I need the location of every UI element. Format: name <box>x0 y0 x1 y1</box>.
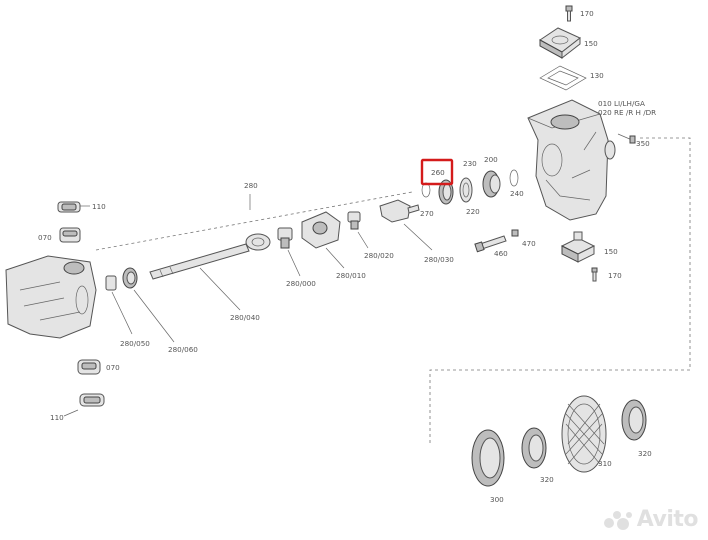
screw-170-right <box>591 267 598 282</box>
watermark-text: Avito <box>636 507 699 532</box>
label-320-a: 320 <box>540 475 554 484</box>
label-110-bottom: 110 <box>50 413 64 422</box>
label-150-top: 150 <box>584 39 598 48</box>
gasket-130 <box>539 65 587 91</box>
label-230: 230 <box>463 159 477 168</box>
label-280-010: 280/010 <box>336 271 366 280</box>
label-280-040: 280/040 <box>230 313 260 322</box>
label-170-right: 170 <box>608 271 622 280</box>
label-240: 240 <box>510 189 524 198</box>
ring-gear-310 <box>561 395 607 473</box>
label-280-000: 280/000 <box>286 279 316 288</box>
label-320-b: 320 <box>638 449 652 458</box>
bearing-070-bottom <box>77 359 101 375</box>
leader-280-010 <box>325 247 345 269</box>
cover-cap-150-top <box>539 27 581 60</box>
bearing-200 <box>482 170 501 198</box>
joint-body-280-010 <box>301 211 341 249</box>
label-010-line1: 010 LI/LH/GA <box>598 99 645 108</box>
screw-170-top <box>565 5 573 22</box>
highlight-box-260 <box>420 158 454 186</box>
axle-shaft-280-040 <box>149 233 271 280</box>
label-150-right: 150 <box>604 247 618 256</box>
bearing-070-top <box>59 227 81 243</box>
label-010-line2: 020 RE /R H /DR <box>598 108 656 117</box>
label-220: 220 <box>466 207 480 216</box>
bearing-320-a <box>521 427 547 469</box>
cross-joint-280-020 <box>347 211 361 230</box>
seal-260 <box>438 179 454 205</box>
label-280-060: 280/060 <box>168 345 198 354</box>
avito-watermark: Avito <box>603 507 699 532</box>
leader-dashed-frame-right <box>429 137 691 445</box>
avito-logo-icon <box>603 510 632 530</box>
label-260: 260 <box>431 168 445 177</box>
label-070-top: 070 <box>38 233 52 242</box>
cap-110-top <box>57 201 81 213</box>
label-200: 200 <box>484 155 498 164</box>
leader-280-000 <box>287 249 301 277</box>
leader-280-050 <box>111 291 133 335</box>
leader-110-bottom <box>63 409 79 417</box>
cross-joint-280-000 <box>277 227 293 249</box>
label-110-top: 110 <box>92 202 106 211</box>
kingpin-460 <box>474 235 507 253</box>
leader-280-040 <box>199 267 241 311</box>
label-280-020: 280/020 <box>364 251 394 260</box>
bushing-280-050 <box>105 275 117 291</box>
label-460: 460 <box>494 249 508 258</box>
cap-110-bottom <box>79 393 105 407</box>
steering-knuckle-housing <box>527 99 616 221</box>
label-130: 130 <box>590 71 604 80</box>
cover-cap-150-right <box>560 231 596 263</box>
ring-240 <box>509 169 519 187</box>
ring-230 <box>459 177 473 203</box>
leader-280-030 <box>403 223 433 251</box>
label-350: 350 <box>636 139 650 148</box>
label-070-bottom: 070 <box>106 363 120 372</box>
label-280-050: 280/050 <box>120 339 150 348</box>
label-300: 300 <box>490 495 504 504</box>
label-470: 470 <box>522 239 536 248</box>
ring-300 <box>471 429 505 487</box>
label-310: 310 <box>598 459 612 468</box>
leader-280-060 <box>133 289 175 343</box>
label-170-top: 170 <box>580 9 594 18</box>
nut-470 <box>511 229 519 237</box>
axle-housing-left <box>5 255 97 339</box>
label-280-030: 280/030 <box>424 255 454 264</box>
seal-280-060 <box>122 267 138 289</box>
label-270: 270 <box>420 209 434 218</box>
label-280: 280 <box>244 181 258 190</box>
leader-280-020 <box>357 231 369 249</box>
bearing-320-b <box>621 399 647 441</box>
yoke-shaft-280-030 <box>379 199 420 223</box>
bolt-350 <box>617 133 636 144</box>
